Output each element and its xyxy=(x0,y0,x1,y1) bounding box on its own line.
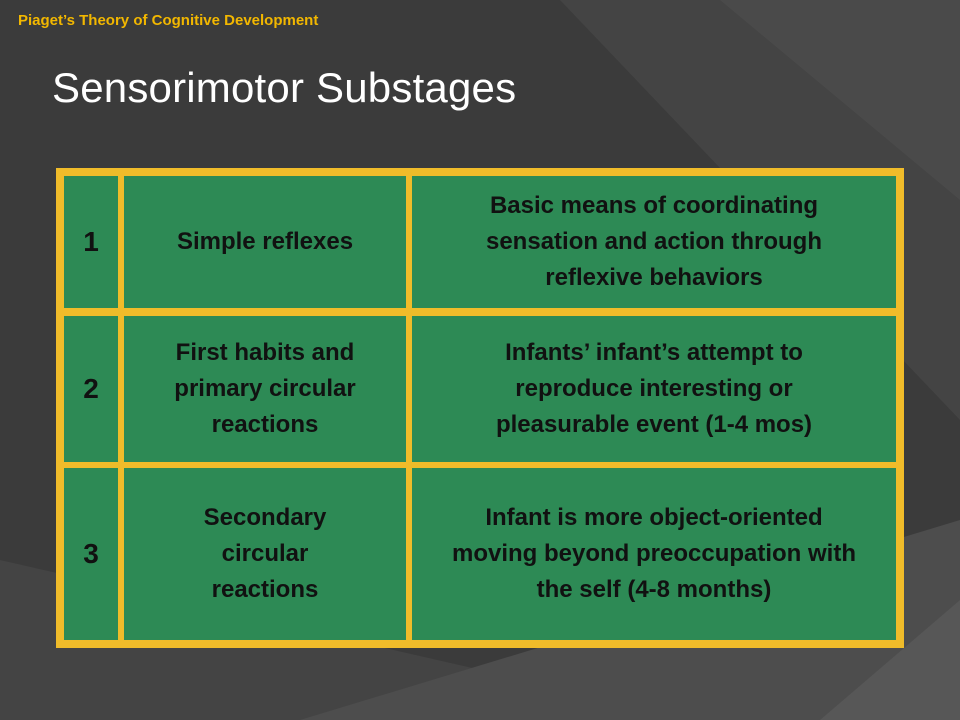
substage-name: Secondary circular reactions xyxy=(124,468,406,640)
slide-title: Sensorimotor Substages xyxy=(52,64,517,111)
substages-table: 1 Simple reflexes Basic means of coordin… xyxy=(56,168,904,648)
substage-name: First habits and primary circular reacti… xyxy=(124,316,406,462)
substage-description: Infant is more object-oriented moving be… xyxy=(412,468,896,640)
slide-header: Piaget’s Theory of Cognitive Development xyxy=(18,12,319,29)
substage-number: 3 xyxy=(64,468,118,640)
substage-number: 2 xyxy=(64,316,118,462)
substage-description: Infants’ infant’s attempt to reproduce i… xyxy=(412,316,896,462)
substage-name: Simple reflexes xyxy=(124,176,406,308)
substage-description: Basic means of coordinating sensation an… xyxy=(412,176,896,308)
substage-number: 1 xyxy=(64,176,118,308)
